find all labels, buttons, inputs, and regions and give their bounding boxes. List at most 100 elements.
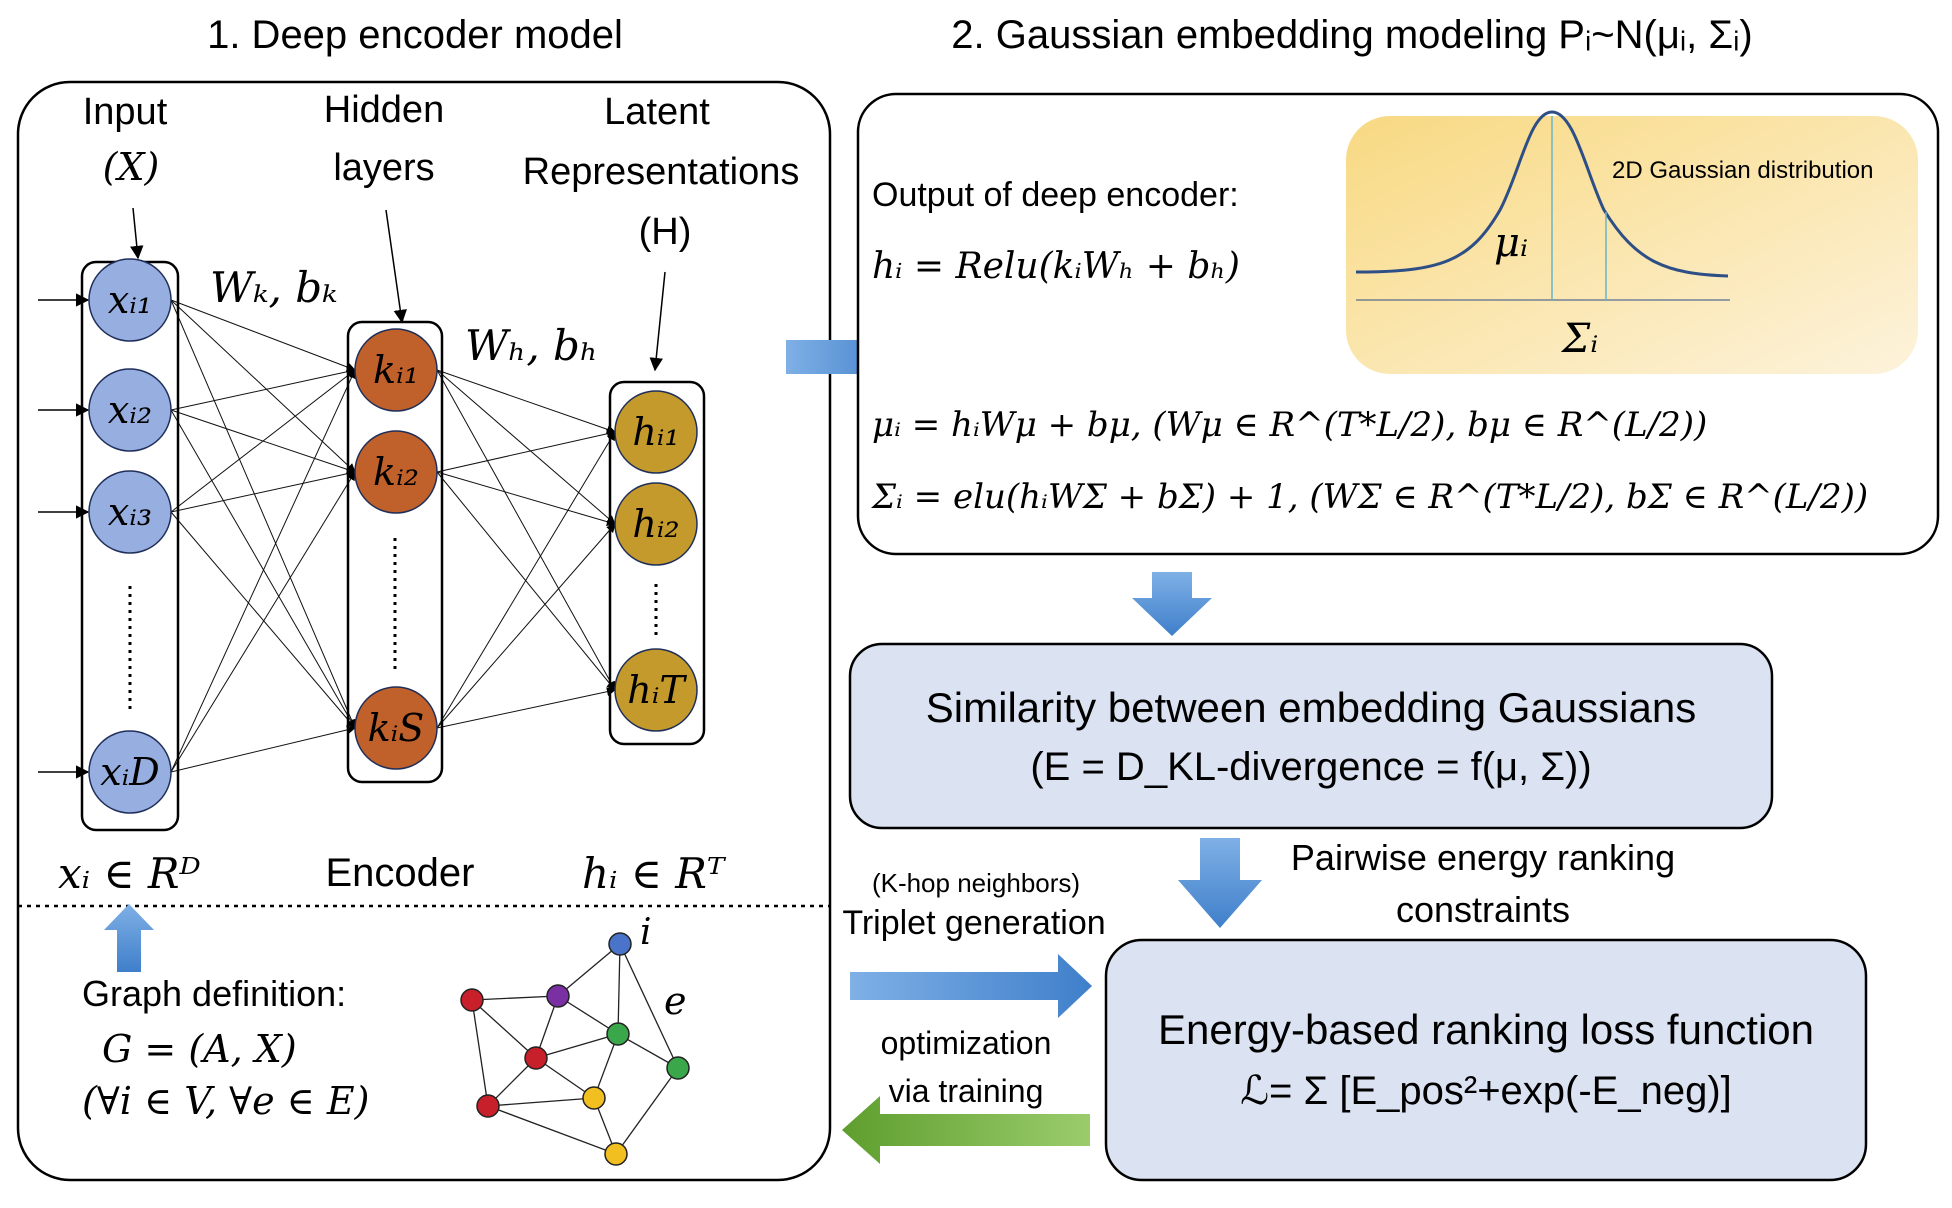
external-input-arrows xyxy=(38,293,90,779)
latent-header-line2: Representations xyxy=(523,151,800,193)
hidden-header-arrow xyxy=(385,209,407,324)
latent-layer-box xyxy=(608,380,706,746)
connection-hidden-1-latent-1 xyxy=(436,471,616,527)
gaussian-mu-label: μᵢ xyxy=(1494,220,1528,266)
input-node-4 xyxy=(88,730,172,814)
graph-node-6 xyxy=(476,1094,500,1118)
hidden-header-line1: Hidden xyxy=(324,89,444,131)
graph-edge-0 xyxy=(557,943,621,997)
graph-up-arrow xyxy=(104,904,154,972)
gaussian-to-similarity-arrow xyxy=(1132,572,1212,636)
connection-hidden-0-latent-1 xyxy=(436,369,616,525)
mu-formula: μᵢ = hᵢWμ + bμ, (Wμ ∈ R^(T*L/2), bμ ∈ R^… xyxy=(872,405,1707,445)
graph-node-7 xyxy=(582,1086,606,1110)
latent-node-1 xyxy=(614,390,698,474)
connection-input-3-hidden-2 xyxy=(170,725,356,773)
triplet-arrow xyxy=(850,954,1092,1018)
network-connections xyxy=(170,299,616,773)
graph-quantifier: (∀i ∈ V, ∀e ∈ E) xyxy=(82,1079,369,1123)
graph-edge-5 xyxy=(471,999,489,1107)
graph-node-2 xyxy=(546,984,570,1008)
loss-formula: ℒ= Σ [E_pos²+exp(-E_neg)] xyxy=(1240,1069,1732,1113)
encoder-output-label: Output of deep encoder: xyxy=(872,176,1239,214)
hidden-column-header: Hidden layers xyxy=(324,89,444,189)
title-gaussian-embedding: 2. Gaussian embedding modeling Pᵢ~N(μᵢ, … xyxy=(951,13,1752,57)
optimization-label-line1: optimization xyxy=(881,1025,1052,1061)
latent-node-1-label: hᵢ₁ xyxy=(632,410,679,454)
input-column-header: Input (X) xyxy=(83,91,168,189)
hidden-node-1 xyxy=(354,328,438,412)
latent-column-header: Latent Representations (H) xyxy=(523,91,800,253)
graph-node-3 xyxy=(606,1022,630,1046)
graph-edge-14 xyxy=(487,1105,617,1155)
connection-hidden-0-latent-2 xyxy=(436,369,616,691)
graph-node-i-label: i xyxy=(640,912,652,953)
sigma-formula: Σᵢ = elu(hᵢWΣ + bΣ) + 1, (WΣ ∈ R^(T*L/2)… xyxy=(870,477,1868,517)
input-header-arrow xyxy=(130,207,144,260)
title-deep-encoder: 1. Deep encoder model xyxy=(207,13,623,57)
hidden-layer-box xyxy=(346,320,444,784)
hidden-node-3-label: kᵢS xyxy=(368,706,425,750)
graph-edge-4 xyxy=(471,999,537,1059)
graph-node-5 xyxy=(666,1056,690,1080)
connection-hidden-0-latent-0 xyxy=(436,369,616,434)
hidden-node-2-label: kᵢ₂ xyxy=(373,450,419,494)
latent-node-2-label: hᵢ₂ xyxy=(632,502,679,546)
input-header-line1: Input xyxy=(83,91,168,133)
weight-label-hidden: Wₕ, bₕ xyxy=(465,321,598,370)
graph-edge-7 xyxy=(557,995,619,1035)
triplet-label-line1: (K-hop neighbors) xyxy=(872,868,1080,898)
connection-hidden-1-latent-0 xyxy=(436,429,616,473)
input-node-1 xyxy=(88,258,172,342)
input-node-2 xyxy=(88,368,172,452)
latent-header-arrow xyxy=(649,271,666,372)
similarity-title: Similarity between embedding Gaussians xyxy=(926,684,1696,731)
latent-header-line3: (H) xyxy=(639,211,692,253)
graph-node-0 xyxy=(608,932,632,956)
encoder-caption: Encoder xyxy=(326,851,475,895)
graph-edge-1 xyxy=(617,943,621,1035)
example-graph xyxy=(460,932,690,1166)
graph-node-8 xyxy=(604,1142,628,1166)
graph-edge-3 xyxy=(471,995,559,1001)
connection-hidden-2-latent-0 xyxy=(436,431,616,729)
connection-hidden-2-latent-2 xyxy=(436,687,616,729)
hidden-node-1-label: kᵢ₁ xyxy=(373,348,419,392)
loss-function-box xyxy=(1104,938,1868,1182)
h-formula: hᵢ = Relu(kᵢWₕ + bₕ) xyxy=(872,246,1240,287)
triplet-label-line2: Triplet generation xyxy=(842,904,1105,942)
similarity-formula: (E = D_KL-divergence = f(μ, Σ)) xyxy=(1030,745,1591,789)
input-node-1-label: xᵢ₁ xyxy=(108,278,152,322)
input-node-4-label: xᵢD xyxy=(100,750,160,794)
latent-header-line1: Latent xyxy=(604,91,710,133)
input-node-2-label: xᵢ₂ xyxy=(108,388,152,432)
hidden-node-3 xyxy=(354,686,438,770)
graph-node-4 xyxy=(524,1046,548,1070)
graph-edge-2 xyxy=(619,943,679,1069)
connection-input-1-hidden-2 xyxy=(170,409,356,729)
ranking-label-line2: constraints xyxy=(1396,889,1570,930)
optimization-label-line2: via training xyxy=(889,1073,1044,1109)
latent-node-3 xyxy=(614,648,698,732)
connection-hidden-1-latent-2 xyxy=(436,471,616,691)
weight-label-input: Wₖ, bₖ xyxy=(210,263,337,312)
hidden-node-2 xyxy=(354,430,438,514)
similarity-box xyxy=(848,642,1774,830)
optimization-arrow xyxy=(842,1096,1090,1164)
graph-definition-label: Graph definition: xyxy=(82,973,346,1014)
loss-title: Energy-based ranking loss function xyxy=(1158,1006,1814,1053)
connection-input-0-hidden-0 xyxy=(170,299,356,372)
graph-formula: G = (A, X) xyxy=(102,1027,297,1071)
graph-edge-8 xyxy=(535,1033,619,1059)
latent-node-2 xyxy=(614,482,698,566)
gaussian-plot xyxy=(1355,110,1730,301)
input-node-3 xyxy=(88,470,172,554)
latent-node-3-label: hᵢT xyxy=(627,668,687,712)
graph-edge-16 xyxy=(615,1067,679,1155)
connection-hidden-2-latent-1 xyxy=(436,523,616,729)
connection-input-0-hidden-1 xyxy=(170,299,356,473)
input-node-3-label: xᵢ₃ xyxy=(108,490,152,534)
hidden-header-line2: layers xyxy=(333,147,434,189)
graph-edge-13 xyxy=(487,1097,595,1107)
connection-input-1-hidden-0 xyxy=(170,367,356,411)
